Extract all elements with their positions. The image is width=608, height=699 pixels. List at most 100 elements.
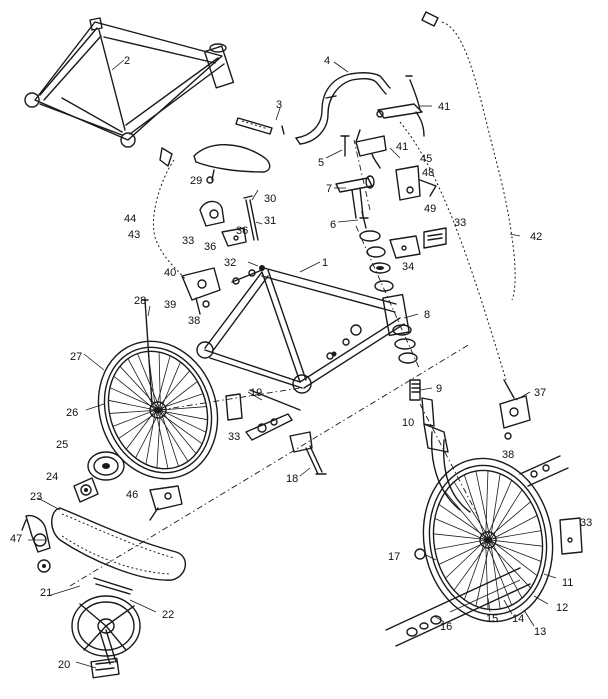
spoke bbox=[490, 539, 538, 576]
bracket-33-rear bbox=[225, 393, 243, 421]
freewheel-25 bbox=[87, 451, 125, 481]
saddle-29 bbox=[193, 144, 271, 184]
pedal-20 bbox=[90, 657, 120, 679]
callout-labels: 1 2 3 4 5 6 7 8 9 10 11 12 13 14 15 16 1… bbox=[10, 55, 592, 671]
callout-41-lower: 41 bbox=[396, 141, 408, 153]
assembly-lines bbox=[69, 139, 481, 587]
callout-37: 37 bbox=[534, 387, 546, 399]
spoke bbox=[445, 491, 486, 541]
spoke bbox=[453, 481, 491, 541]
spoke bbox=[109, 409, 161, 414]
callout-33-front: 33 bbox=[454, 217, 466, 229]
rear-caliper-40 bbox=[181, 267, 221, 315]
callout-11: 11 bbox=[562, 577, 573, 589]
spoke bbox=[155, 409, 169, 469]
callout-33-reflector: 33 bbox=[182, 235, 194, 247]
front-caliper-37 bbox=[499, 379, 531, 440]
callout-41-upper: 41 bbox=[438, 101, 450, 113]
spoke bbox=[160, 361, 181, 411]
frame-1 bbox=[196, 267, 410, 394]
spoke bbox=[118, 409, 161, 439]
callout-45: 45 bbox=[420, 153, 432, 165]
callout-28: 28 bbox=[134, 295, 146, 307]
cable-front-brake bbox=[399, 121, 507, 381]
front-wheel bbox=[422, 457, 554, 623]
callout-4: 4 bbox=[324, 55, 330, 67]
callout-29: 29 bbox=[190, 175, 202, 187]
spoke bbox=[160, 381, 198, 411]
bracket-36 bbox=[221, 227, 247, 247]
callout-38-front: 38 bbox=[502, 449, 514, 461]
callout-39: 39 bbox=[164, 299, 176, 311]
callout-46: 46 bbox=[126, 489, 138, 501]
callout-22: 22 bbox=[162, 609, 174, 621]
stem-7 bbox=[335, 175, 375, 219]
callout-24: 24 bbox=[46, 471, 58, 483]
spoke bbox=[485, 539, 489, 610]
callout-47: 47 bbox=[10, 533, 22, 545]
callout-19: 19 bbox=[250, 387, 262, 399]
callout-49: 49 bbox=[424, 203, 436, 215]
spoke bbox=[445, 539, 486, 579]
leader-lines bbox=[28, 59, 557, 669]
cable-42 bbox=[421, 11, 516, 301]
spoke bbox=[156, 409, 161, 468]
callout-30: 30 bbox=[264, 193, 276, 205]
callout-5: 5 bbox=[318, 157, 324, 169]
wheel-reflector-17 bbox=[414, 548, 426, 560]
callout-33-rear: 33 bbox=[228, 431, 240, 443]
callout-36-a: 36 bbox=[236, 225, 248, 237]
callout-25: 25 bbox=[56, 439, 68, 451]
callout-14: 14 bbox=[512, 613, 524, 625]
chain-23 bbox=[51, 507, 186, 581]
spoke bbox=[475, 470, 491, 541]
front-hub-16 bbox=[385, 567, 531, 647]
callout-21: 21 bbox=[40, 587, 52, 599]
shifter-48 bbox=[395, 165, 437, 201]
spoke bbox=[160, 406, 207, 411]
spoke bbox=[160, 409, 197, 454]
callout-15: 15 bbox=[486, 613, 498, 625]
spoke bbox=[485, 480, 513, 541]
callout-40: 40 bbox=[164, 267, 176, 279]
seat-bolt-32 bbox=[231, 265, 265, 285]
callout-1: 1 bbox=[322, 257, 328, 269]
shifter-46 bbox=[149, 485, 183, 521]
bracket-34 bbox=[389, 235, 421, 259]
spoke bbox=[490, 539, 501, 609]
spoke bbox=[490, 473, 501, 541]
spoke bbox=[155, 355, 171, 411]
spoke bbox=[490, 515, 538, 541]
spoke bbox=[485, 470, 489, 541]
kickstand-18 bbox=[289, 431, 327, 475]
clamp-3 bbox=[235, 117, 285, 135]
spoke bbox=[112, 409, 156, 427]
reflector-33-front bbox=[423, 227, 447, 249]
callout-12: 12 bbox=[556, 602, 568, 614]
callout-42: 42 bbox=[530, 231, 542, 243]
spoke bbox=[475, 539, 491, 607]
spoke bbox=[109, 387, 161, 411]
callout-38-rear: 38 bbox=[188, 315, 200, 327]
callout-20: 20 bbox=[58, 659, 70, 671]
spoke bbox=[160, 409, 207, 433]
spoke bbox=[490, 539, 523, 599]
callout-7: 7 bbox=[326, 183, 332, 195]
frame-2 bbox=[24, 17, 235, 148]
headset-stack-8 bbox=[355, 211, 421, 371]
callout-17-left: 17 bbox=[388, 551, 400, 563]
spoke bbox=[145, 409, 156, 465]
callout-8: 8 bbox=[424, 309, 430, 321]
spoke bbox=[108, 399, 156, 411]
spoke bbox=[490, 489, 523, 541]
callout-10: 10 bbox=[402, 417, 414, 429]
spoke bbox=[433, 533, 491, 541]
spoke bbox=[463, 539, 486, 600]
callout-18: 18 bbox=[286, 473, 298, 485]
spoke bbox=[485, 501, 531, 541]
callout-2: 2 bbox=[124, 55, 130, 67]
spoke bbox=[485, 530, 542, 541]
callout-27: 27 bbox=[70, 351, 82, 363]
callout-6: 6 bbox=[330, 219, 336, 231]
callout-36-b: 36 bbox=[204, 241, 216, 253]
